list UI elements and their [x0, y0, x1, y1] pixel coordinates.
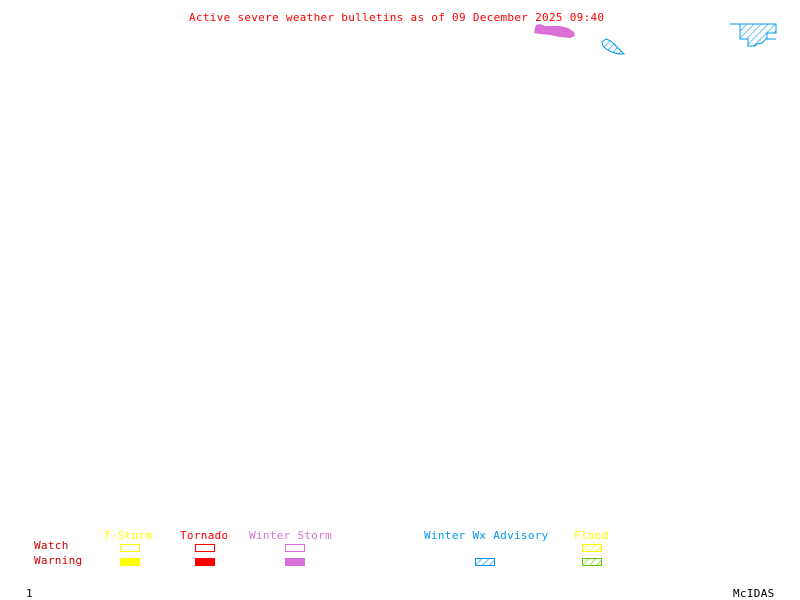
winter-storm-watch-swatch: [285, 544, 305, 552]
frame-number: 1: [26, 587, 33, 600]
flood-warning-swatch: [582, 558, 602, 566]
winter-advisory-area-small: [601, 38, 626, 55]
legend-row-watch: Watch: [34, 539, 69, 552]
winter-advisory-area-ne: [730, 23, 777, 47]
legend-header-tornado: Tornado: [180, 529, 229, 542]
tornado-warning-swatch: [195, 558, 215, 566]
legend-row-warning: Warning: [34, 554, 83, 567]
mcidas-brand-label: McIDAS: [733, 587, 775, 600]
tstorm-warning-swatch: [120, 558, 140, 566]
legend-header-tstorm: T-Storm: [104, 529, 153, 542]
legend-header-winter-storm: Winter Storm: [249, 529, 333, 542]
legend-header-winter-wx-advisory: Winter Wx Advisory: [424, 529, 549, 542]
winter-storm-warning-swatch: [285, 558, 305, 566]
bulletin-title: Active severe weather bulletins as of 09…: [189, 11, 605, 24]
flood-watch-swatch: [582, 544, 602, 552]
tstorm-watch-swatch: [120, 544, 140, 552]
winter-storm-warning-area: [534, 24, 575, 38]
legend-header-flood: Flood: [574, 529, 609, 542]
tornado-watch-swatch: [195, 544, 215, 552]
winter-wx-advisory-swatch: [475, 558, 495, 566]
